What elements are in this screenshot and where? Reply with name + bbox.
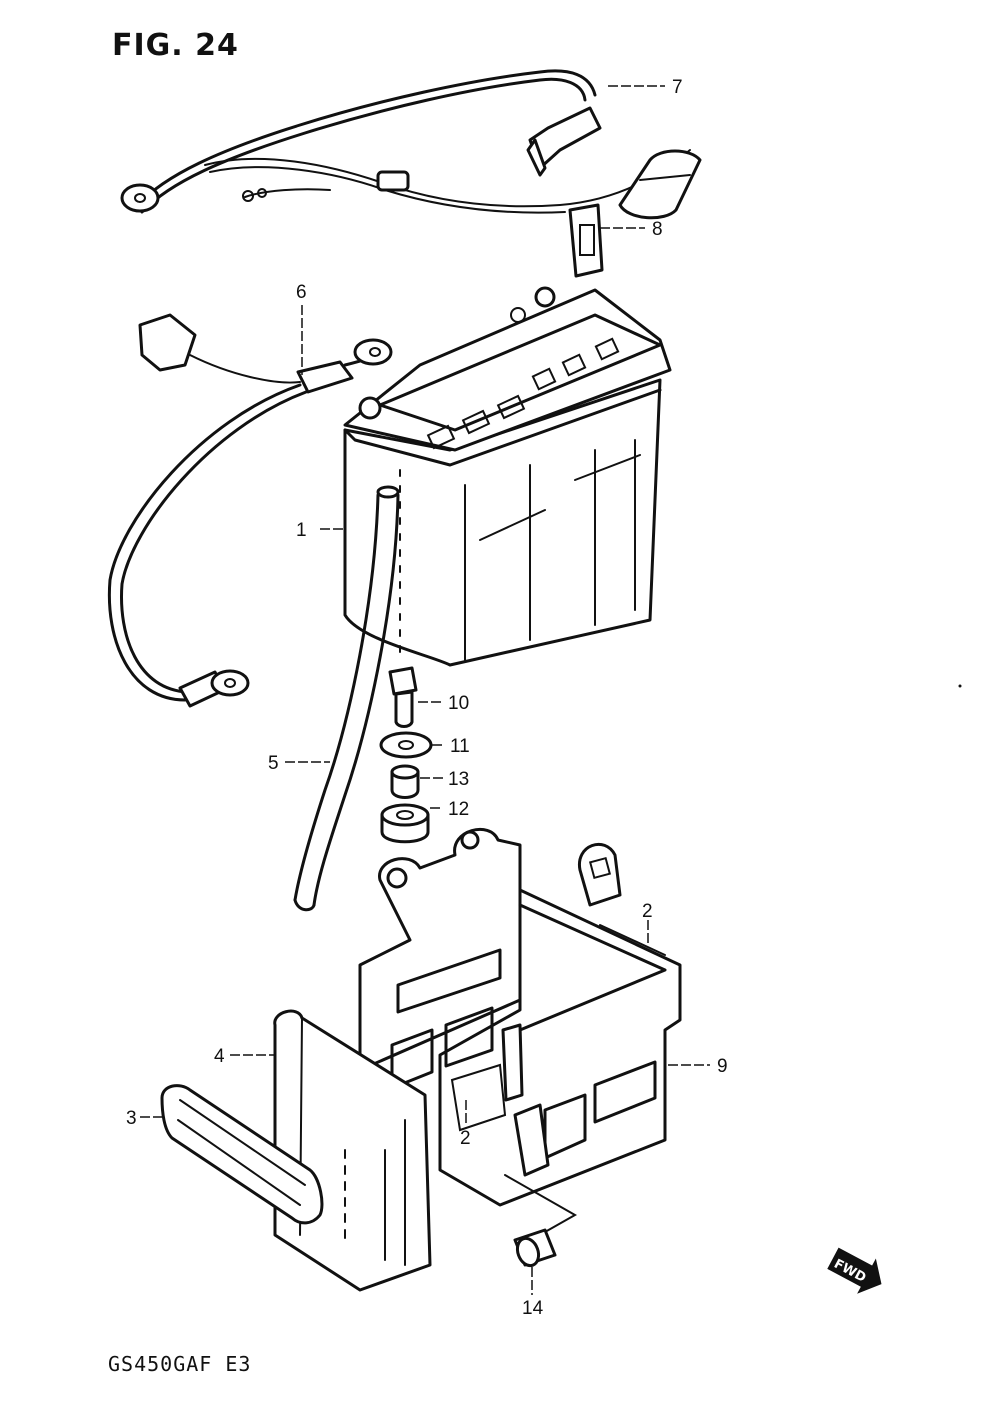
part-7-battery-cable xyxy=(120,69,702,220)
callout-11: 11 xyxy=(450,736,470,757)
fwd-arrow-icon: FWD xyxy=(827,1247,882,1294)
scan-dot xyxy=(958,684,962,688)
figure-title: FIG. 24 xyxy=(112,28,239,63)
callout-14: 14 xyxy=(522,1298,544,1319)
callout-7: 7 xyxy=(672,77,683,98)
model-code: GS450GAF E3 xyxy=(108,1352,252,1376)
part-2-cushion xyxy=(450,924,666,1132)
part-9-battery-holder xyxy=(358,827,682,1207)
callout-9: 9 xyxy=(717,1056,728,1077)
callout-2-lower: 2 xyxy=(460,1128,471,1149)
part-14-cap xyxy=(504,1174,578,1268)
part-13-collar xyxy=(390,764,420,799)
part-3-strap xyxy=(160,1084,324,1225)
part-5-breather-tube xyxy=(293,485,400,912)
callout-3: 3 xyxy=(126,1108,137,1129)
callout-5: 5 xyxy=(268,753,279,774)
callout-4: 4 xyxy=(214,1046,225,1067)
callout-8: 8 xyxy=(652,219,663,240)
part-6-negative-cable xyxy=(107,313,393,708)
callout-6: 6 xyxy=(296,282,307,303)
part-11-washer xyxy=(379,731,433,759)
leader-lines xyxy=(140,85,710,1295)
callout-labels: 1 2 2 3 4 5 6 7 8 9 10 11 12 13 14 xyxy=(126,77,728,1319)
part-12-grommet xyxy=(380,803,430,844)
callout-12: 12 xyxy=(448,799,469,820)
part-4-cover xyxy=(273,1009,432,1292)
callout-2-upper: 2 xyxy=(642,901,653,922)
callout-13: 13 xyxy=(448,769,469,790)
callout-1: 1 xyxy=(296,520,307,541)
part-8-fuse-clip xyxy=(568,203,604,278)
part-1-battery xyxy=(343,286,672,667)
callout-10: 10 xyxy=(448,693,469,714)
part-10-bolt xyxy=(388,666,418,728)
